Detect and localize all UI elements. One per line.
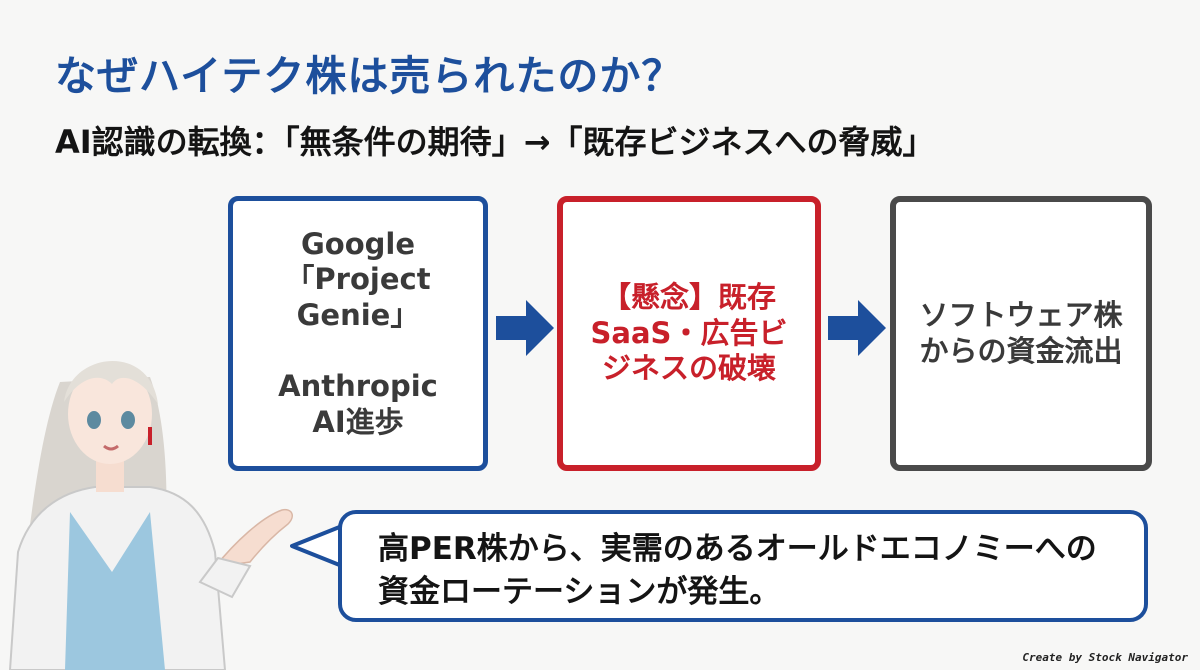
cause-line-2: Genie」 [296,297,420,332]
cause-line-4: AI進歩 [312,404,404,439]
right-arrow-icon [496,300,554,356]
speech-bubble: 高PER株から、実需のあるオールドエコノミーへの 資金ローテーションが発生。 [338,510,1148,622]
concern-line-2: SaaS・広告ビ [590,315,788,350]
speech-line-1: 高PER株から、実需のあるオールドエコノミーへの [378,531,1097,567]
cause-line-1: Google「Project [285,227,431,297]
concern-line-3: ジネスの破壊 [601,351,776,386]
right-arrow-icon [828,300,886,356]
slide-title: なぜハイテク株は売られたのか？ [55,52,684,100]
credit-watermark: Create by Stock Navigator [1022,651,1188,664]
outcome-box: ソフトウェア株 からの資金流出 [890,196,1152,471]
cause-line-3: Anthropic [278,369,438,404]
outcome-line-2: からの資金流出 [919,333,1123,368]
presenter-character-illustration [8,360,293,670]
outcome-line-1: ソフトウェア株 [919,298,1123,333]
concern-line-1: 【懸念】既存 [601,280,776,315]
slide-subtitle: AI認識の転換：「無条件の期待」→「既存ビジネスへの脅威」 [55,123,935,161]
cause-box: Google「Project Genie」 Anthropic AI進歩 [228,196,488,471]
speech-line-2: 資金ローテーションが発生。 [378,574,781,611]
concern-box: 【懸念】既存 SaaS・広告ビ ジネスの破壊 [557,196,821,471]
